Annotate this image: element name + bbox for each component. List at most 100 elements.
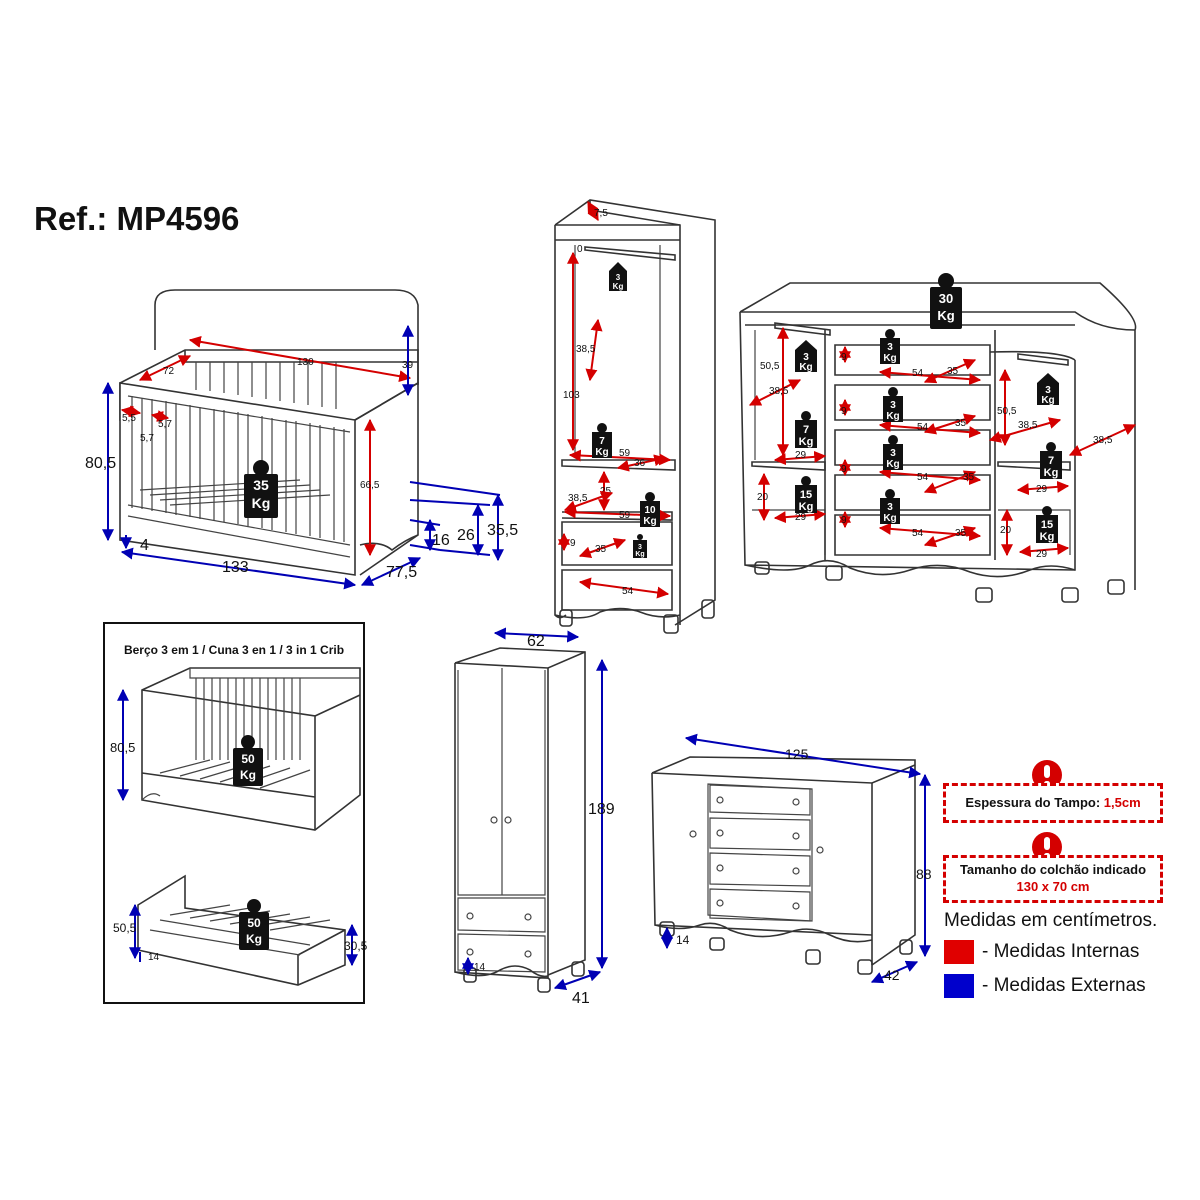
di-right-shelf-weight-unit: Kg xyxy=(1044,467,1059,479)
di-drawer-height-4: 9 xyxy=(841,515,847,526)
thickness-label: Espessura do Tampo: xyxy=(965,795,1101,810)
crib-inner-height: 66,5 xyxy=(360,480,380,491)
external-swatch xyxy=(944,974,974,998)
di-left-lower-weight: 15 xyxy=(800,489,812,501)
di-left-shelf-width: 29 xyxy=(795,450,807,461)
units-note: Medidas em centímetros. xyxy=(944,910,1158,931)
dresser-leg: 14 xyxy=(676,933,690,947)
internal-swatch xyxy=(944,940,974,964)
mattress-value: 130 x 70 cm xyxy=(1016,879,1090,894)
wi-lower-depth: 38,5 xyxy=(568,493,588,504)
minibed-weight-unit: Kg xyxy=(240,768,256,782)
di-left-shelf-weight: 7 xyxy=(803,424,809,436)
wi-drawer-height: 9 xyxy=(570,538,576,549)
dresser-depth: 42 xyxy=(884,967,900,983)
di-drawer-height-3: 9 xyxy=(841,464,847,475)
di-drawer-width-2: 54 xyxy=(917,422,929,433)
di-drawer-weight-unit-2: Kg xyxy=(886,411,899,422)
crib-weight: 35 xyxy=(253,477,269,493)
di-right-shelf-width: 29 xyxy=(1036,484,1048,495)
external-legend: - Medidas Externas xyxy=(982,975,1146,996)
wi-rail-weight-icon: 3 Kg xyxy=(609,262,627,291)
di-left-rail-weight-unit: Kg xyxy=(799,362,812,373)
wi-hang-depth: 38,5 xyxy=(576,344,596,355)
crib-weight-icon: 35 Kg xyxy=(244,460,278,518)
wi-top: 7,5 xyxy=(594,208,608,219)
wi-shelf-weight: 7 xyxy=(599,436,605,447)
wi-lower-weight-icon: 10 Kg xyxy=(640,492,660,527)
bed-weight: 50 xyxy=(247,916,261,930)
di-drawer-weight-3: 3 xyxy=(890,448,896,459)
wardrobe-height: 189 xyxy=(588,801,615,818)
dresser-height: 88 xyxy=(916,866,932,882)
di-right-rail-weight-unit: Kg xyxy=(1041,395,1054,406)
di-drawer-weight-icon-1: 3 Kg xyxy=(880,329,900,364)
minibed-drawing xyxy=(141,667,361,831)
di-top-weight-unit: Kg xyxy=(937,308,954,323)
crib-spacing-b: 5,7 xyxy=(158,419,172,430)
di-drawer-weight-icon-4: 3 Kg xyxy=(880,489,900,524)
wi-drawer-weight: 3 xyxy=(638,544,642,551)
di-drawer-weight-4: 3 xyxy=(887,502,893,513)
di-drawer-weight-unit-3: Kg xyxy=(886,459,899,470)
dresser-width: 125 xyxy=(785,746,809,762)
di-right-rail-weight: 3 xyxy=(1045,385,1051,396)
minibed-weight: 50 xyxy=(241,752,255,766)
wi-top-gap: 0 xyxy=(577,244,583,255)
wardrobe-leg: 14 xyxy=(474,962,486,973)
mattress-note: Tamanho do colchão indicado 130 x 70 cm xyxy=(943,855,1163,903)
di-drawer-weight-unit-1: Kg xyxy=(883,353,896,364)
di-right-rail-weight-icon: 3 Kg xyxy=(1037,373,1059,406)
internal-legend: - Medidas Internas xyxy=(982,941,1140,962)
conversion-caption: Berço 3 em 1 / Cuna 3 en 1 / 3 in 1 Crib xyxy=(124,643,344,657)
bed-height: 50,5 xyxy=(113,921,137,935)
di-right-lower-height: 20 xyxy=(1000,525,1012,536)
wi-lower-width: 59 xyxy=(619,510,631,521)
wi-drawer-depth: 35 xyxy=(595,544,607,555)
thickness-value: 1,5cm xyxy=(1103,795,1141,810)
crib-mattress-high: 35,5 xyxy=(487,522,518,539)
di-left-lower-weight-unit: Kg xyxy=(799,501,814,513)
di-drawer-depth-1: 35 xyxy=(947,366,959,377)
di-drawer-weight-1: 3 xyxy=(887,342,893,353)
di-drawer-width-3: 54 xyxy=(917,472,929,483)
crib-depth-top: 72 xyxy=(163,366,175,377)
di-left-shelf-weight-icon: 7 Kg xyxy=(795,411,817,448)
dresser-interior-dimensions: 50,5 38,5 29 20 29 50,5 38,5 38,5 29 20 … xyxy=(748,326,1137,560)
di-drawer-width-1: 54 xyxy=(912,368,924,379)
wardrobe-interior-dimensions: 7,5 0 103 38,5 59 36 25 38,5 59 9 35 54 xyxy=(558,200,672,599)
bed-weight-unit: Kg xyxy=(246,932,262,946)
di-top-weight-icon: 30 Kg xyxy=(930,273,962,329)
bed-weight-icon: 50 Kg xyxy=(239,899,269,950)
di-right-shelf-weight-icon: 7 Kg xyxy=(1040,442,1062,479)
wi-shelf-weight-icon: 7 Kg xyxy=(592,423,612,458)
wi-rail-weight: 3 xyxy=(616,273,621,282)
di-right-shelf-weight: 7 xyxy=(1048,455,1054,467)
wi-hang-height: 103 xyxy=(563,390,580,401)
di-left-height: 50,5 xyxy=(760,361,780,372)
di-top-weight: 30 xyxy=(939,291,953,306)
di-right-lower-weight-icon: 15 Kg xyxy=(1036,506,1058,543)
crib-spacing-a: 5,5 xyxy=(122,413,136,424)
reference-title: Ref.: MP4596 xyxy=(34,200,240,237)
di-right-side-depth: 38,5 xyxy=(1093,435,1113,446)
dresser-drawing xyxy=(651,756,916,975)
di-drawer-width-4: 54 xyxy=(912,528,924,539)
crib-width-top: 130 xyxy=(297,357,314,368)
crib-base-height: 4 xyxy=(140,537,149,554)
di-drawer-weight-unit-4: Kg xyxy=(883,513,896,524)
wardrobe-depth: 41 xyxy=(572,990,590,1007)
minibed-weight-icon: 50 Kg xyxy=(233,735,263,786)
di-drawer-height-1: 9 xyxy=(841,352,847,363)
di-left-lower-height: 20 xyxy=(757,492,769,503)
crib-leg-height: 16 xyxy=(432,532,450,549)
di-drawer-weight-2: 3 xyxy=(890,400,896,411)
wi-rail-weight-unit: Kg xyxy=(613,282,624,291)
mattress-label: Tamanho do colchão indicado xyxy=(959,862,1147,877)
crib-mattress-low: 26 xyxy=(457,527,475,544)
wardrobe-drawing xyxy=(454,647,586,993)
di-right-height: 50,5 xyxy=(997,406,1017,417)
wardrobe-dimensions: 62 189 41 14 xyxy=(462,627,615,1007)
wi-shelf-weight-unit: Kg xyxy=(595,447,608,458)
